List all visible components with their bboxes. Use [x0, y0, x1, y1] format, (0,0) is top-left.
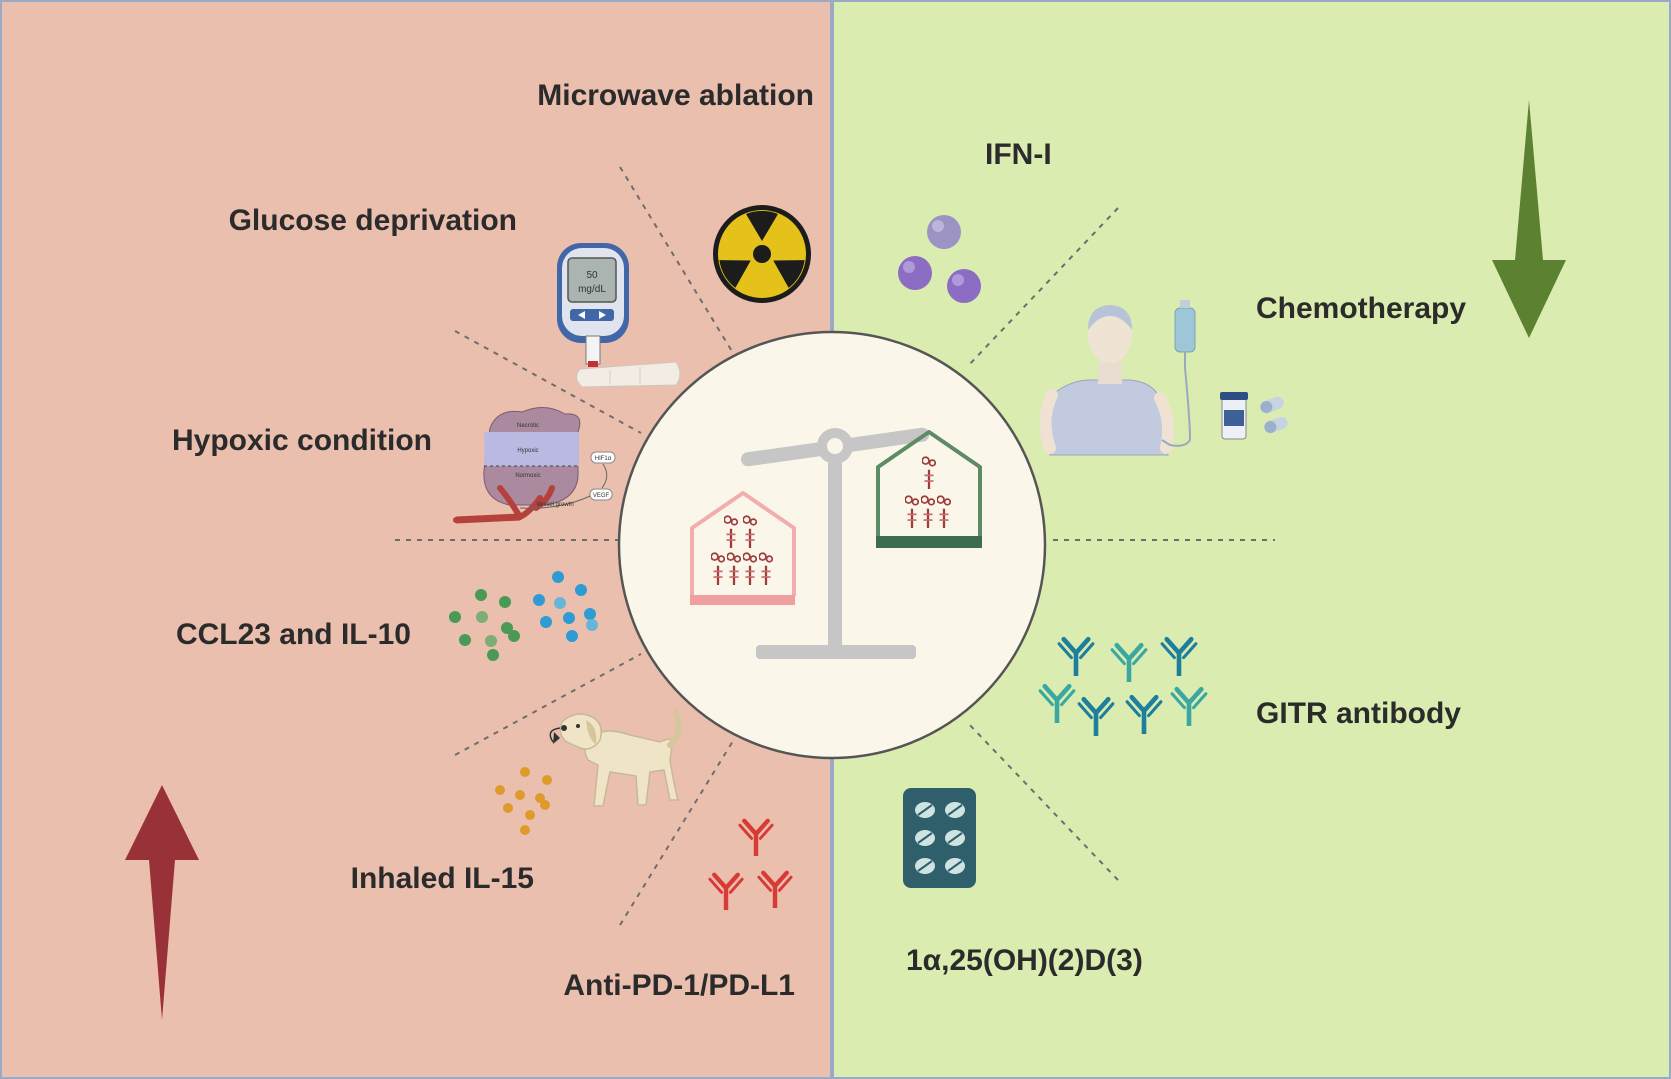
- tumor-hypoxia-icon: [453, 407, 616, 524]
- glucometer-icon: [557, 243, 681, 388]
- tumor-label-necrotic: Necrotic: [517, 423, 539, 429]
- tumor-label-vegf: VEGF: [593, 493, 610, 499]
- label-ccl23-il10: CCL23 and IL-10: [176, 618, 411, 651]
- down-arrow-icon: [1492, 100, 1566, 338]
- label-vitamin-d3: 1α,25(OH)(2)D(3): [906, 944, 1143, 977]
- label-microwave-ablation: Microwave ablation: [537, 79, 814, 112]
- balance-scale-icon: [617, 330, 1047, 760]
- radiation-icon: [713, 205, 811, 303]
- chemotherapy-patient-icon: [1039, 300, 1288, 456]
- dog-icon: [495, 709, 682, 835]
- tablet-pack-icon: [903, 788, 976, 888]
- label-gitr-antibody: GITR antibody: [1256, 697, 1461, 730]
- tumor-label-hif: HIF1α: [595, 456, 612, 462]
- label-hypoxic-condition: Hypoxic condition: [172, 424, 432, 457]
- label-chemotherapy: Chemotherapy: [1256, 292, 1466, 325]
- ifn-molecule-icon: [898, 215, 981, 303]
- label-glucose-deprivation: Glucose deprivation: [229, 204, 517, 237]
- glucometer-value: 50: [586, 270, 598, 281]
- tumor-label-vessel: Vessel growth: [536, 502, 573, 508]
- glucometer-unit: mg/dL: [578, 284, 606, 295]
- label-inhaled-il15: Inhaled IL-15: [351, 862, 534, 895]
- up-arrow-icon: [125, 785, 199, 1020]
- tumor-label-hypoxic: Hypoxic: [517, 448, 538, 454]
- tumor-label-normoxic: Normoxic: [515, 473, 540, 479]
- label-ifn-i: IFN-I: [985, 138, 1052, 171]
- label-anti-pd1-pdl1: Anti-PD-1/PD-L1: [563, 969, 795, 1002]
- dashed-divider-lines: [395, 166, 1275, 926]
- cytokine-dots-icon: [449, 571, 598, 661]
